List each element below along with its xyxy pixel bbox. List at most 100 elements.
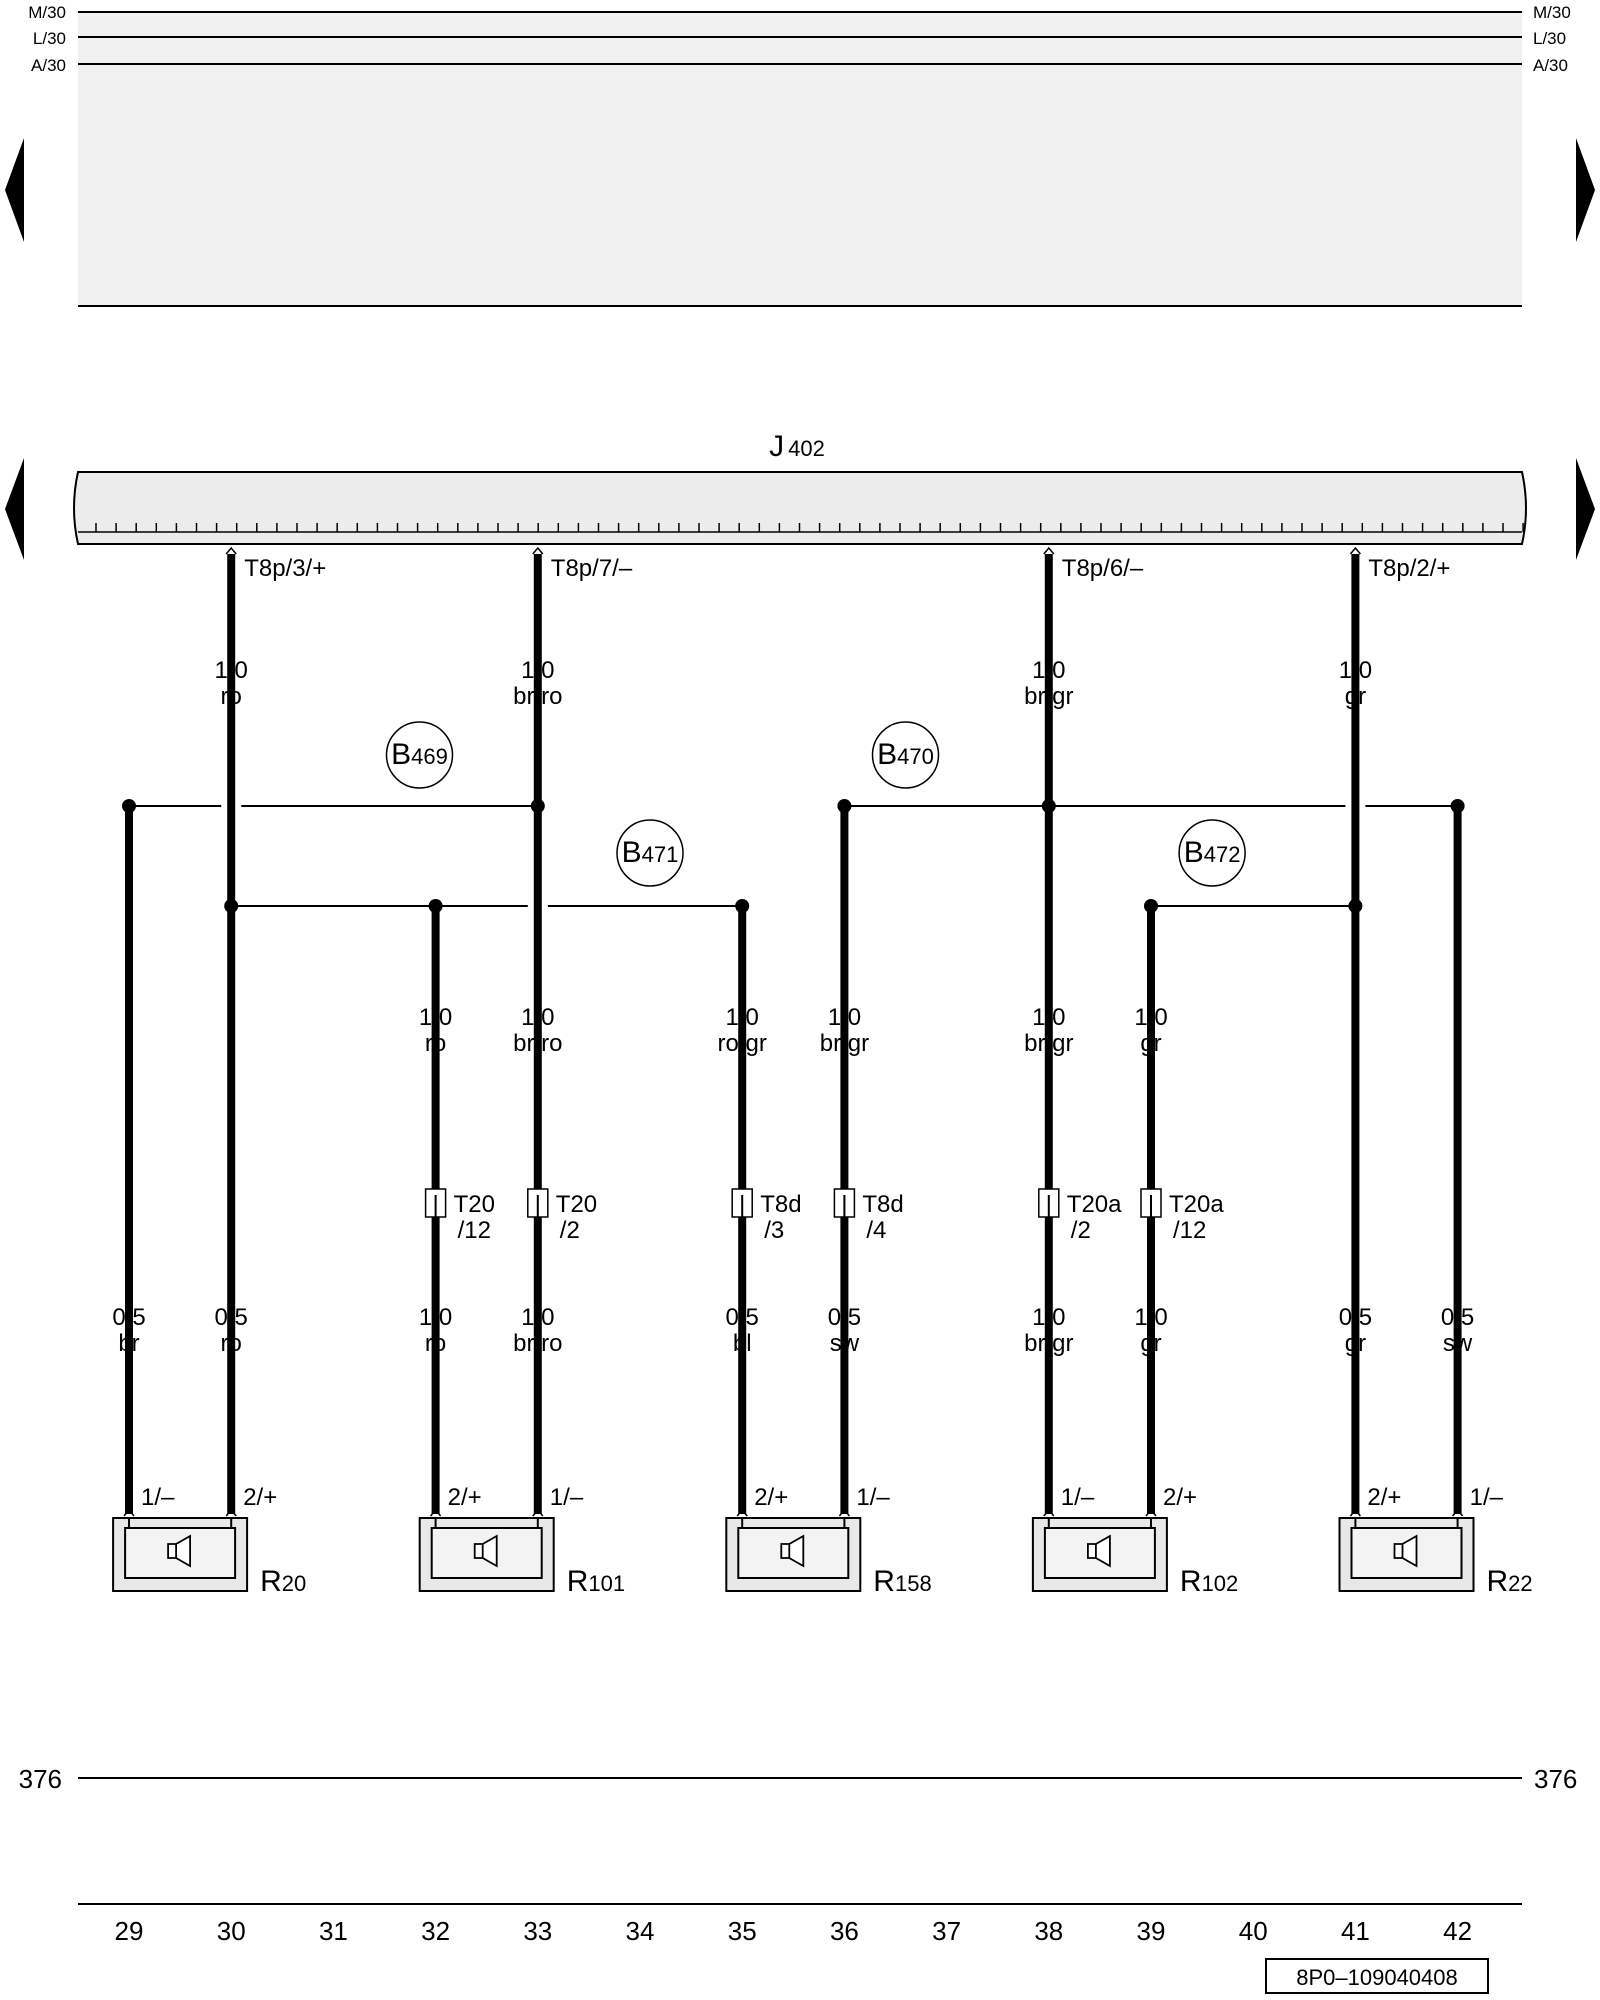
speaker-icon (780, 1534, 805, 1568)
splice-junction-dot (1450, 799, 1465, 813)
splice-junction-dot (224, 899, 239, 913)
wire-color: ro (425, 1330, 446, 1357)
splice-junction-dot (1041, 799, 1056, 813)
pin-arrow-icon (430, 1508, 442, 1517)
splice-letter: B (391, 738, 411, 771)
speaker-label: R158 (873, 1565, 931, 1598)
splice-number: 470 (897, 744, 934, 769)
speaker-label: R101 (567, 1565, 625, 1598)
column-number: 36 (830, 1916, 859, 1946)
speaker-icon (167, 1534, 191, 1568)
splice-number: 471 (642, 842, 679, 867)
wire-color: br/gr (820, 1030, 869, 1057)
wire-color: gr (1345, 1330, 1366, 1357)
wire-gauge: 1,0 (521, 1304, 554, 1331)
speaker-icon (1393, 1534, 1418, 1568)
column-number: 32 (421, 1916, 450, 1946)
connector-name: T20a (1067, 1191, 1122, 1218)
wire-color: br/ro (513, 1330, 562, 1357)
next-section-arrow-icon[interactable] (1576, 458, 1595, 560)
pin-arrow-icon (736, 1508, 748, 1517)
column-number: 39 (1137, 1916, 1166, 1946)
pin-arrow-icon (1452, 1508, 1464, 1517)
wire-color: gr (1140, 1330, 1161, 1357)
speaker-number: 22 (1508, 1571, 1532, 1596)
speaker-icon (1087, 1534, 1111, 1568)
next-page-arrow-icon[interactable] (1576, 138, 1595, 242)
pin-arrow-icon (1349, 1508, 1361, 1517)
pin-arrow-icon (225, 546, 237, 555)
control-unit-housing (73, 471, 1527, 545)
wire-color: gr (1140, 1030, 1161, 1057)
column-number: 34 (626, 1916, 655, 1946)
unit-pin-label: T8p/2/+ (1368, 555, 1450, 582)
speaker-pin-right: 1/– (856, 1484, 890, 1511)
pin-arrow-icon (532, 546, 544, 555)
splice-junction-dot (1144, 899, 1158, 913)
splice-junction-dot (837, 799, 852, 813)
wire-color: br (118, 1330, 139, 1357)
wire-color: br/ro (513, 683, 562, 710)
connector-pin-label: /4 (866, 1217, 886, 1244)
wire-color: ro (221, 1330, 242, 1357)
pin-arrow-icon (838, 1508, 850, 1517)
column-number: 31 (319, 1916, 348, 1946)
speaker-R22: 2/+1/–R22 (1338, 1484, 1533, 1598)
previous-page-arrow-icon[interactable] (5, 138, 24, 242)
wire-gauge: 1,0 (521, 1004, 554, 1031)
ground-line-label-right: 376 (1534, 1764, 1577, 1794)
doc-code-box (1265, 1958, 1489, 1994)
wire-labels: T8p/3/+1,0roT8p/7/–1,0br/roT8p/6/–1,0br/… (112, 555, 1474, 1357)
column-number: 38 (1034, 1916, 1063, 1946)
wire-gauge: 1,0 (1134, 1304, 1167, 1331)
splice-label: B471 (622, 836, 679, 869)
wire-gauge: 1,0 (1032, 657, 1065, 684)
splice-junction-dot (122, 799, 136, 813)
wire-gauge: 0,5 (215, 1304, 248, 1331)
speaker-R20: 1/– 2/+ R20 (112, 1484, 306, 1598)
connector-pin-label: /12 (1173, 1217, 1206, 1244)
speaker-number: 158 (895, 1571, 932, 1596)
column-number: 29 (115, 1916, 144, 1946)
pin-arrow-icon (225, 1508, 237, 1517)
wire-harness (125, 546, 1462, 1514)
wire-gauge: 1,0 (726, 1004, 759, 1031)
splice-letter: B (877, 738, 897, 771)
rail-label-l30-right: L/30 (1533, 29, 1566, 48)
rail-labels-left: M/30 L/30 A/30 (28, 3, 66, 75)
column-number: 41 (1341, 1916, 1370, 1946)
speaker-pin-right: 1/– (550, 1484, 584, 1511)
control-unit-pin-ticks (95, 523, 1524, 532)
connector-name: T20a (1169, 1191, 1224, 1218)
speaker-pin-right: 1/– (1470, 1484, 1504, 1511)
rail-label-l30-left: L/30 (33, 29, 66, 48)
splice-letter: B (622, 836, 642, 869)
column-number: 30 (217, 1916, 246, 1946)
unit-pin-label: T8p/7/– (551, 555, 633, 582)
previous-section-arrow-icon[interactable] (5, 458, 24, 560)
splice-number: 472 (1204, 842, 1241, 867)
unit-pin-label: T8p/6/– (1062, 555, 1144, 582)
wire-color: bl (733, 1330, 752, 1357)
wire-color: br/gr (1024, 683, 1073, 710)
wire-color: sw (1443, 1330, 1473, 1357)
wire-gauge: 1,0 (215, 657, 248, 684)
wire-color: ro (425, 1030, 446, 1057)
connector-name: T20 (556, 1191, 597, 1218)
wire-gauge: 1,0 (828, 1004, 861, 1031)
speaker-pin-left: 2/+ (448, 1484, 482, 1511)
speaker-pin-left: 1/– (141, 1484, 175, 1511)
unit-pin-label: T8p/3/+ (244, 555, 326, 582)
splice-circle (1178, 819, 1246, 887)
speaker-pin-right: 2/+ (243, 1484, 277, 1511)
splice-circle (871, 721, 940, 789)
splice-label: B470 (877, 738, 934, 771)
speaker-letter: R (260, 1565, 282, 1598)
speaker-letter: R (567, 1565, 589, 1598)
wire-color: ro (221, 683, 242, 710)
speaker-number: 20 (282, 1571, 306, 1596)
rail-lines (78, 11, 1522, 307)
